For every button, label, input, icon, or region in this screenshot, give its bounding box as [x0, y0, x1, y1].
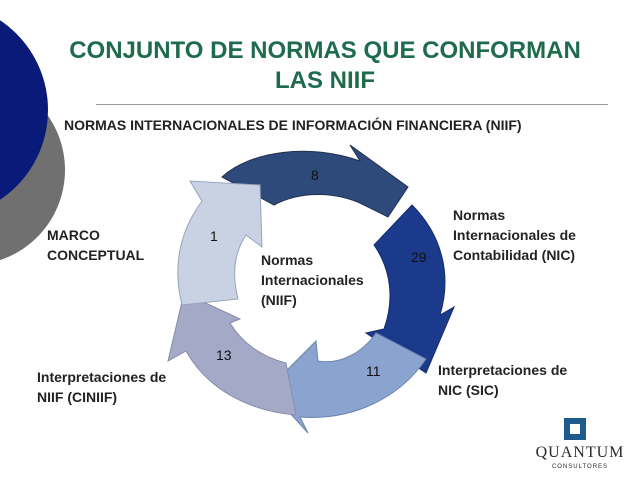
logo-mark-icon — [564, 418, 586, 440]
divider — [96, 104, 608, 105]
number-bottom: 11 — [366, 363, 381, 379]
segment-right-arrow — [364, 204, 456, 374]
cycle-diagram: 8 29 11 13 1 — [167, 144, 456, 434]
label-ciniif: Interpretaciones de NIIF (CINIIF) — [37, 369, 167, 405]
logo-subtitle: CONSULTORES — [551, 464, 609, 470]
number-left: 1 — [210, 228, 218, 244]
label-marco-conceptual: MARCO CONCEPTUAL — [47, 227, 145, 263]
segment-left-arrow — [177, 180, 263, 306]
label-sic: Interpretaciones de NIC (SIC) — [438, 362, 568, 398]
number-right: 29 — [411, 249, 427, 265]
segment-top-arrow — [221, 144, 409, 218]
number-top: 8 — [311, 167, 319, 183]
page-title: CONJUNTO DE NORMAS QUE CONFORMAN LAS NII… — [69, 37, 581, 94]
label-nic: Normas Internacionales de Contabilidad (… — [453, 207, 576, 263]
subtitle: NORMAS INTERNACIONALES DE INFORMACIÓN FI… — [64, 117, 522, 133]
segment-bottom-arrow — [267, 332, 427, 434]
left-decoration — [0, 20, 65, 261]
center-label: Normas Internacionales (NIIF) — [261, 252, 364, 308]
number-left-bottom: 13 — [216, 347, 232, 363]
logo-name: QUANTUM — [535, 444, 625, 461]
quantum-logo: QUANTUM CONSULTORES — [530, 418, 630, 478]
segment-left-bottom-arrow — [167, 292, 297, 416]
